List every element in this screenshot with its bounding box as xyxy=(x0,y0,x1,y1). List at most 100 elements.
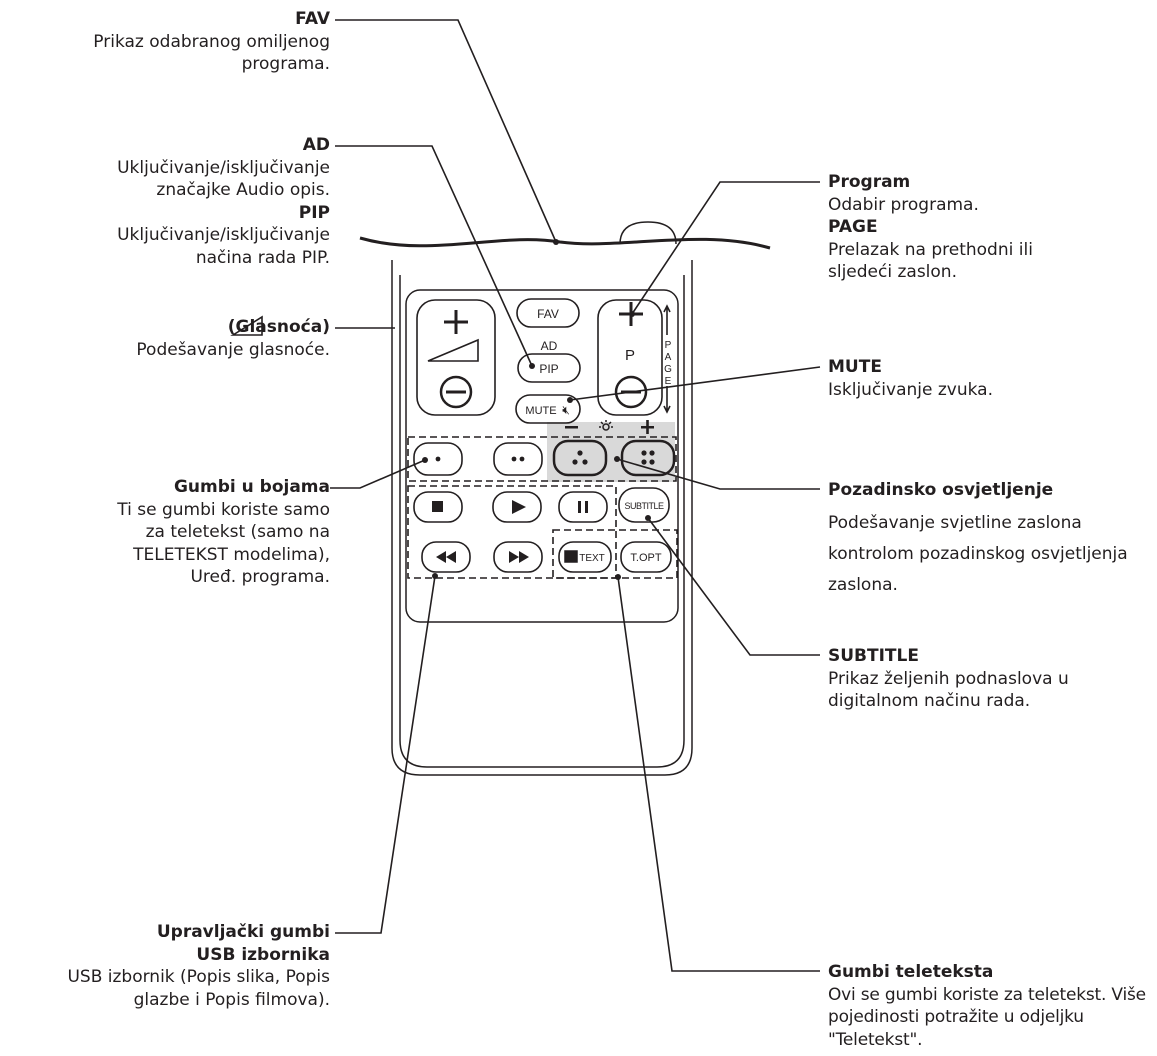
page-down-arrow xyxy=(663,386,671,414)
label-pip-desc: Uključivanje/isključivanje načina rada P… xyxy=(117,225,330,268)
label-fav: FAV Prikaz odabranog omiljenog programa. xyxy=(0,8,330,76)
red-button xyxy=(413,442,463,476)
label-usb-control: Upravljački gumbi USB izbornika USB izbo… xyxy=(0,921,330,1011)
pip-button-label[interactable]: PIP xyxy=(539,362,558,376)
label-colour-buttons: Gumbi u bojama Ti se gumbi koriste samo … xyxy=(0,476,330,589)
mute-button-label[interactable]: MUTE xyxy=(525,405,556,417)
remote-top-curve xyxy=(359,236,771,250)
label-program-page: Program Odabir programa. PAGE Prelazak n… xyxy=(828,171,1148,284)
label-volume-desc: Podešavanje glasnoće. xyxy=(136,339,330,360)
text-button-label[interactable]: TEXT xyxy=(579,553,605,564)
mute-button xyxy=(515,394,581,424)
label-volume-title: (Glasnoća) xyxy=(227,317,330,337)
leader-usb xyxy=(335,575,436,934)
volume-wedge-icon xyxy=(427,338,479,362)
volume-glyph-icon xyxy=(230,315,263,336)
red-button-dot xyxy=(435,456,441,462)
label-teletext: Gumbi teleteksta Ovi se gumbi koriste za… xyxy=(828,961,1157,1051)
label-program-desc: Odabir programa. xyxy=(828,194,979,215)
label-usb-title-2: USB izbornika xyxy=(196,944,330,965)
blue-button xyxy=(620,439,676,477)
backlight-highlight xyxy=(547,422,675,482)
fast-forward-icon xyxy=(509,551,529,563)
usb-control-group xyxy=(407,485,617,579)
backlight-sun-icon xyxy=(602,423,610,431)
label-backlight-desc: Podešavanje svjetline zaslona kontrolom … xyxy=(828,513,1128,595)
text-button xyxy=(558,541,612,573)
label-usb-desc: USB izbornik (Popis slika, Popis glazbe … xyxy=(67,967,330,1010)
label-program-title: Program xyxy=(828,172,911,192)
page-letter-e: E xyxy=(665,376,672,387)
green-button-dot-2 xyxy=(519,456,525,462)
play-icon xyxy=(512,500,526,514)
label-subtitle-title: SUBTITLE xyxy=(828,646,919,666)
stop-icon xyxy=(432,501,443,512)
program-rocker xyxy=(597,299,663,416)
remote-notch xyxy=(619,221,677,245)
subtitle-button-label[interactable]: SUBTITLE xyxy=(624,501,664,511)
label-fav-title: FAV xyxy=(295,9,330,29)
stop-button xyxy=(413,491,463,523)
page-up-arrow xyxy=(663,304,671,335)
label-mute-title: MUTE xyxy=(828,357,882,377)
green-button xyxy=(493,442,543,476)
label-page-desc: Prelazak na prethodni ili sljedeći zaslo… xyxy=(828,239,1033,283)
program-label: P xyxy=(625,347,635,364)
label-mute: MUTE Isključivanje zvuka. xyxy=(828,356,1148,401)
label-ad-desc: Uključivanje/isključivanje značajke Audi… xyxy=(117,157,330,201)
label-volume: (Glasnoća) Podešavanje glasnoće. xyxy=(0,316,330,361)
pause-icon-1 xyxy=(578,501,581,513)
remote-inner-body xyxy=(399,275,685,768)
fast-forward-button xyxy=(493,541,543,573)
label-colour-buttons-desc: Ti se gumbi koriste samo za teletekst (s… xyxy=(117,499,330,588)
backlight-minus-icon xyxy=(565,426,578,429)
fav-button xyxy=(516,298,580,328)
yellow-button xyxy=(552,439,608,477)
volume-rocker xyxy=(416,299,496,416)
leader-mute xyxy=(569,366,821,401)
green-button-dot-1 xyxy=(511,456,517,462)
leader-ad xyxy=(335,145,533,367)
page-letter-p: P xyxy=(665,340,672,351)
label-page-title: PAGE xyxy=(828,217,878,237)
ad-button-label[interactable]: AD xyxy=(541,339,558,353)
label-mute-desc: Isključivanje zvuka. xyxy=(828,379,993,400)
page-letter-a: A xyxy=(665,352,672,363)
leader-teletext xyxy=(617,576,820,972)
volume-plus-icon xyxy=(444,310,468,334)
text-icon xyxy=(564,550,578,563)
leader-colour-buttons xyxy=(330,459,426,489)
volume-minus-button xyxy=(439,375,473,409)
rewind-button xyxy=(421,541,471,573)
label-backlight-title: Pozadinsko osvjetljenje xyxy=(828,480,1054,500)
label-ad-pip: AD Uključivanje/isključivanje značajke A… xyxy=(0,134,330,269)
leader-program xyxy=(631,181,820,315)
pause-icon-2 xyxy=(585,501,588,513)
backlight-plus-v xyxy=(646,420,649,434)
rewind-icon xyxy=(436,551,456,563)
label-fav-desc: Prikaz odabranog omiljenog programa. xyxy=(93,31,330,75)
fav-button-label[interactable]: FAV xyxy=(537,307,559,321)
pip-button xyxy=(517,353,581,383)
leader-backlight xyxy=(616,458,820,490)
label-subtitle-desc: Prikaz željenih podnaslova u digitalnom … xyxy=(828,668,1069,712)
topt-button-label[interactable]: T.OPT xyxy=(630,552,661,564)
label-subtitle: SUBTITLE Prikaz željenih podnaslova u di… xyxy=(828,645,1148,713)
page-letter-g: G xyxy=(664,364,672,375)
teletext-group xyxy=(552,529,678,579)
leader-subtitle xyxy=(647,517,820,656)
program-minus-button xyxy=(614,375,648,409)
play-button xyxy=(492,491,542,523)
remote-body xyxy=(391,260,693,776)
label-pip-title: PIP xyxy=(298,202,330,223)
label-teletext-title: Gumbi teleteksta xyxy=(828,962,994,982)
colour-buttons-group xyxy=(407,436,677,482)
label-usb-title-1: Upravljački gumbi xyxy=(156,922,330,942)
pause-button xyxy=(558,491,608,523)
button-panel-frame xyxy=(405,289,679,623)
label-teletext-desc: Ovi se gumbi koriste za teletekst. Više … xyxy=(828,984,1146,1050)
subtitle-button xyxy=(618,487,670,523)
leader-fav xyxy=(335,19,557,243)
label-ad-title: AD xyxy=(302,135,330,155)
